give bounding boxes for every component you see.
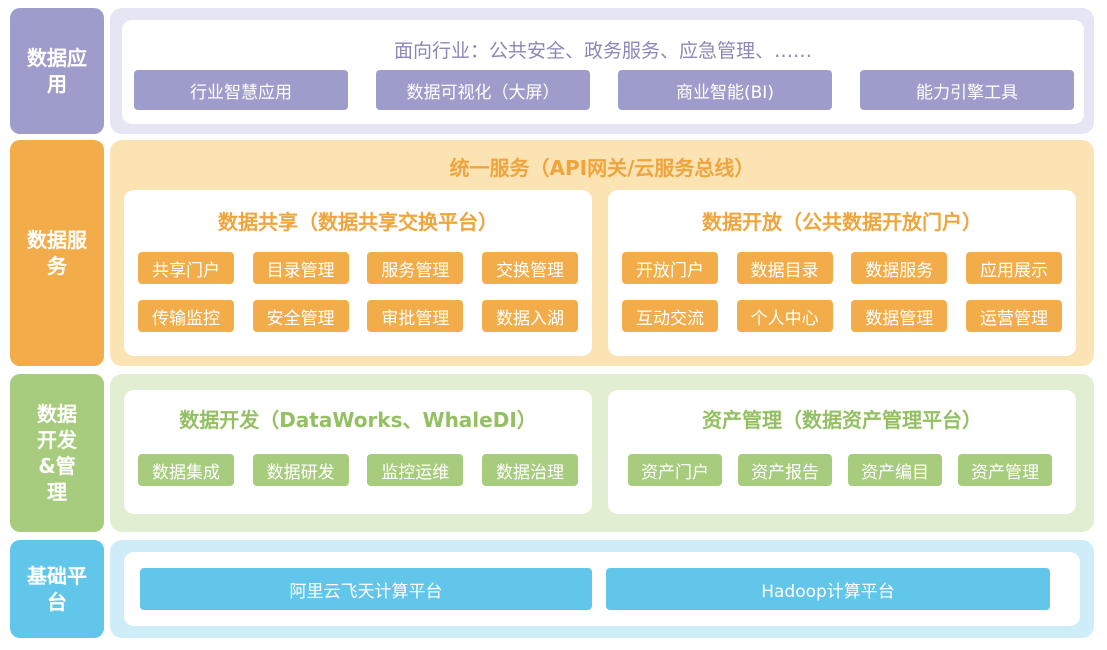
service-card-share: 数据共享（数据共享交换平台） 共享门户 目录管理 服务管理 交换管理 传输监控 …: [124, 190, 592, 356]
app-button-row: 行业智慧应用 数据可视化（大屏） 商业智能(BI) 能力引擎工具: [134, 70, 1074, 110]
layer-band-service: 统一服务（API网关/云服务总线） 数据共享（数据共享交换平台） 共享门户 目录…: [110, 140, 1094, 366]
layer-label-base-text: 基础平台: [27, 564, 87, 614]
dev-card-develop: 数据开发（DataWorks、WhaleDI） 数据集成 数据研发 监控运维 数…: [124, 390, 592, 514]
app-button-visualization[interactable]: 数据可视化（大屏）: [376, 70, 590, 110]
dev-asset-title: 资产管理（数据资产管理平台）: [702, 408, 982, 432]
service-share-title: 数据共享（数据共享交换平台）: [218, 210, 498, 234]
dev-develop-row: 数据集成 数据研发 监控运维 数据治理: [138, 454, 578, 486]
open-button-data-mgmt[interactable]: 数据管理: [851, 300, 948, 332]
layer-band-app: 面向行业：公共安全、政务服务、应急管理、…… 行业智慧应用 数据可视化（大屏） …: [110, 8, 1094, 134]
share-button-exchange[interactable]: 交换管理: [481, 252, 578, 284]
service-share-row-2: 传输监控 安全管理 审批管理 数据入湖: [138, 300, 578, 332]
share-button-portal[interactable]: 共享门户: [138, 252, 234, 284]
layer-band-dev: 数据开发（DataWorks、WhaleDI） 数据集成 数据研发 监控运维 数…: [110, 374, 1094, 532]
share-button-security[interactable]: 安全管理: [252, 300, 349, 332]
service-title: 统一服务（API网关/云服务总线）: [449, 156, 755, 180]
service-share-row-1: 共享门户 目录管理 服务管理 交换管理: [138, 252, 578, 284]
layer-label-service-text: 数据服务: [27, 228, 87, 278]
layer-label-app-text: 数据应用: [27, 46, 87, 96]
layer-band-base: 阿里云飞天计算平台 Hadoop计算平台: [110, 540, 1094, 638]
dev-button-governance[interactable]: 数据治理: [481, 454, 578, 486]
open-button-app-showcase[interactable]: 应用展示: [965, 252, 1062, 284]
app-button-bi[interactable]: 商业智能(BI): [618, 70, 832, 110]
base-button-aliyun[interactable]: 阿里云飞天计算平台: [140, 568, 592, 610]
open-button-data-service[interactable]: 数据服务: [851, 252, 948, 284]
app-title: 面向行业：公共安全、政务服务、应急管理、……: [393, 40, 812, 62]
share-button-catalog[interactable]: 目录管理: [252, 252, 349, 284]
open-button-interaction[interactable]: 互动交流: [622, 300, 718, 332]
open-button-catalog[interactable]: 数据目录: [736, 252, 833, 284]
share-button-service-mgmt[interactable]: 服务管理: [367, 252, 464, 284]
app-card: 面向行业：公共安全、政务服务、应急管理、…… 行业智慧应用 数据可视化（大屏） …: [122, 20, 1084, 124]
asset-button-portal[interactable]: 资产门户: [628, 454, 722, 486]
service-open-row-1: 开放门户 数据目录 数据服务 应用展示: [622, 252, 1062, 284]
layer-label-dev: 数据开发&管理: [10, 374, 104, 532]
layer-label-base: 基础平台: [10, 540, 104, 638]
service-card-open: 数据开放（公共数据开放门户） 开放门户 数据目录 数据服务 应用展示 互动交流 …: [608, 190, 1076, 356]
layer-label-dev-text: 数据开发&管理: [37, 402, 77, 504]
asset-button-catalog[interactable]: 资产编目: [848, 454, 942, 486]
base-button-hadoop[interactable]: Hadoop计算平台: [606, 568, 1050, 610]
layer-label-service: 数据服务: [10, 140, 104, 366]
service-open-title: 数据开放（公共数据开放门户）: [702, 210, 982, 234]
base-card: 阿里云飞天计算平台 Hadoop计算平台: [124, 552, 1080, 626]
dev-card-asset: 资产管理（数据资产管理平台） 资产门户 资产报告 资产编目 资产管理: [608, 390, 1076, 514]
dev-asset-row: 资产门户 资产报告 资产编目 资产管理: [628, 454, 1052, 486]
open-button-operations[interactable]: 运营管理: [965, 300, 1062, 332]
share-button-approval[interactable]: 审批管理: [367, 300, 464, 332]
dev-develop-title: 数据开发（DataWorks、WhaleDI）: [179, 408, 537, 432]
asset-button-report[interactable]: 资产报告: [738, 454, 832, 486]
service-open-row-2: 互动交流 个人中心 数据管理 运营管理: [622, 300, 1062, 332]
layer-label-app: 数据应用: [10, 8, 104, 134]
share-button-data-lake[interactable]: 数据入湖: [481, 300, 578, 332]
dev-button-integration[interactable]: 数据集成: [138, 454, 234, 486]
open-button-portal[interactable]: 开放门户: [622, 252, 718, 284]
app-button-engine-tools[interactable]: 能力引擎工具: [860, 70, 1074, 110]
share-button-transfer-monitor[interactable]: 传输监控: [138, 300, 234, 332]
app-button-industry[interactable]: 行业智慧应用: [134, 70, 348, 110]
dev-button-monitoring[interactable]: 监控运维: [367, 454, 464, 486]
open-button-personal-center[interactable]: 个人中心: [736, 300, 833, 332]
asset-button-management[interactable]: 资产管理: [958, 454, 1052, 486]
dev-button-research[interactable]: 数据研发: [252, 454, 349, 486]
